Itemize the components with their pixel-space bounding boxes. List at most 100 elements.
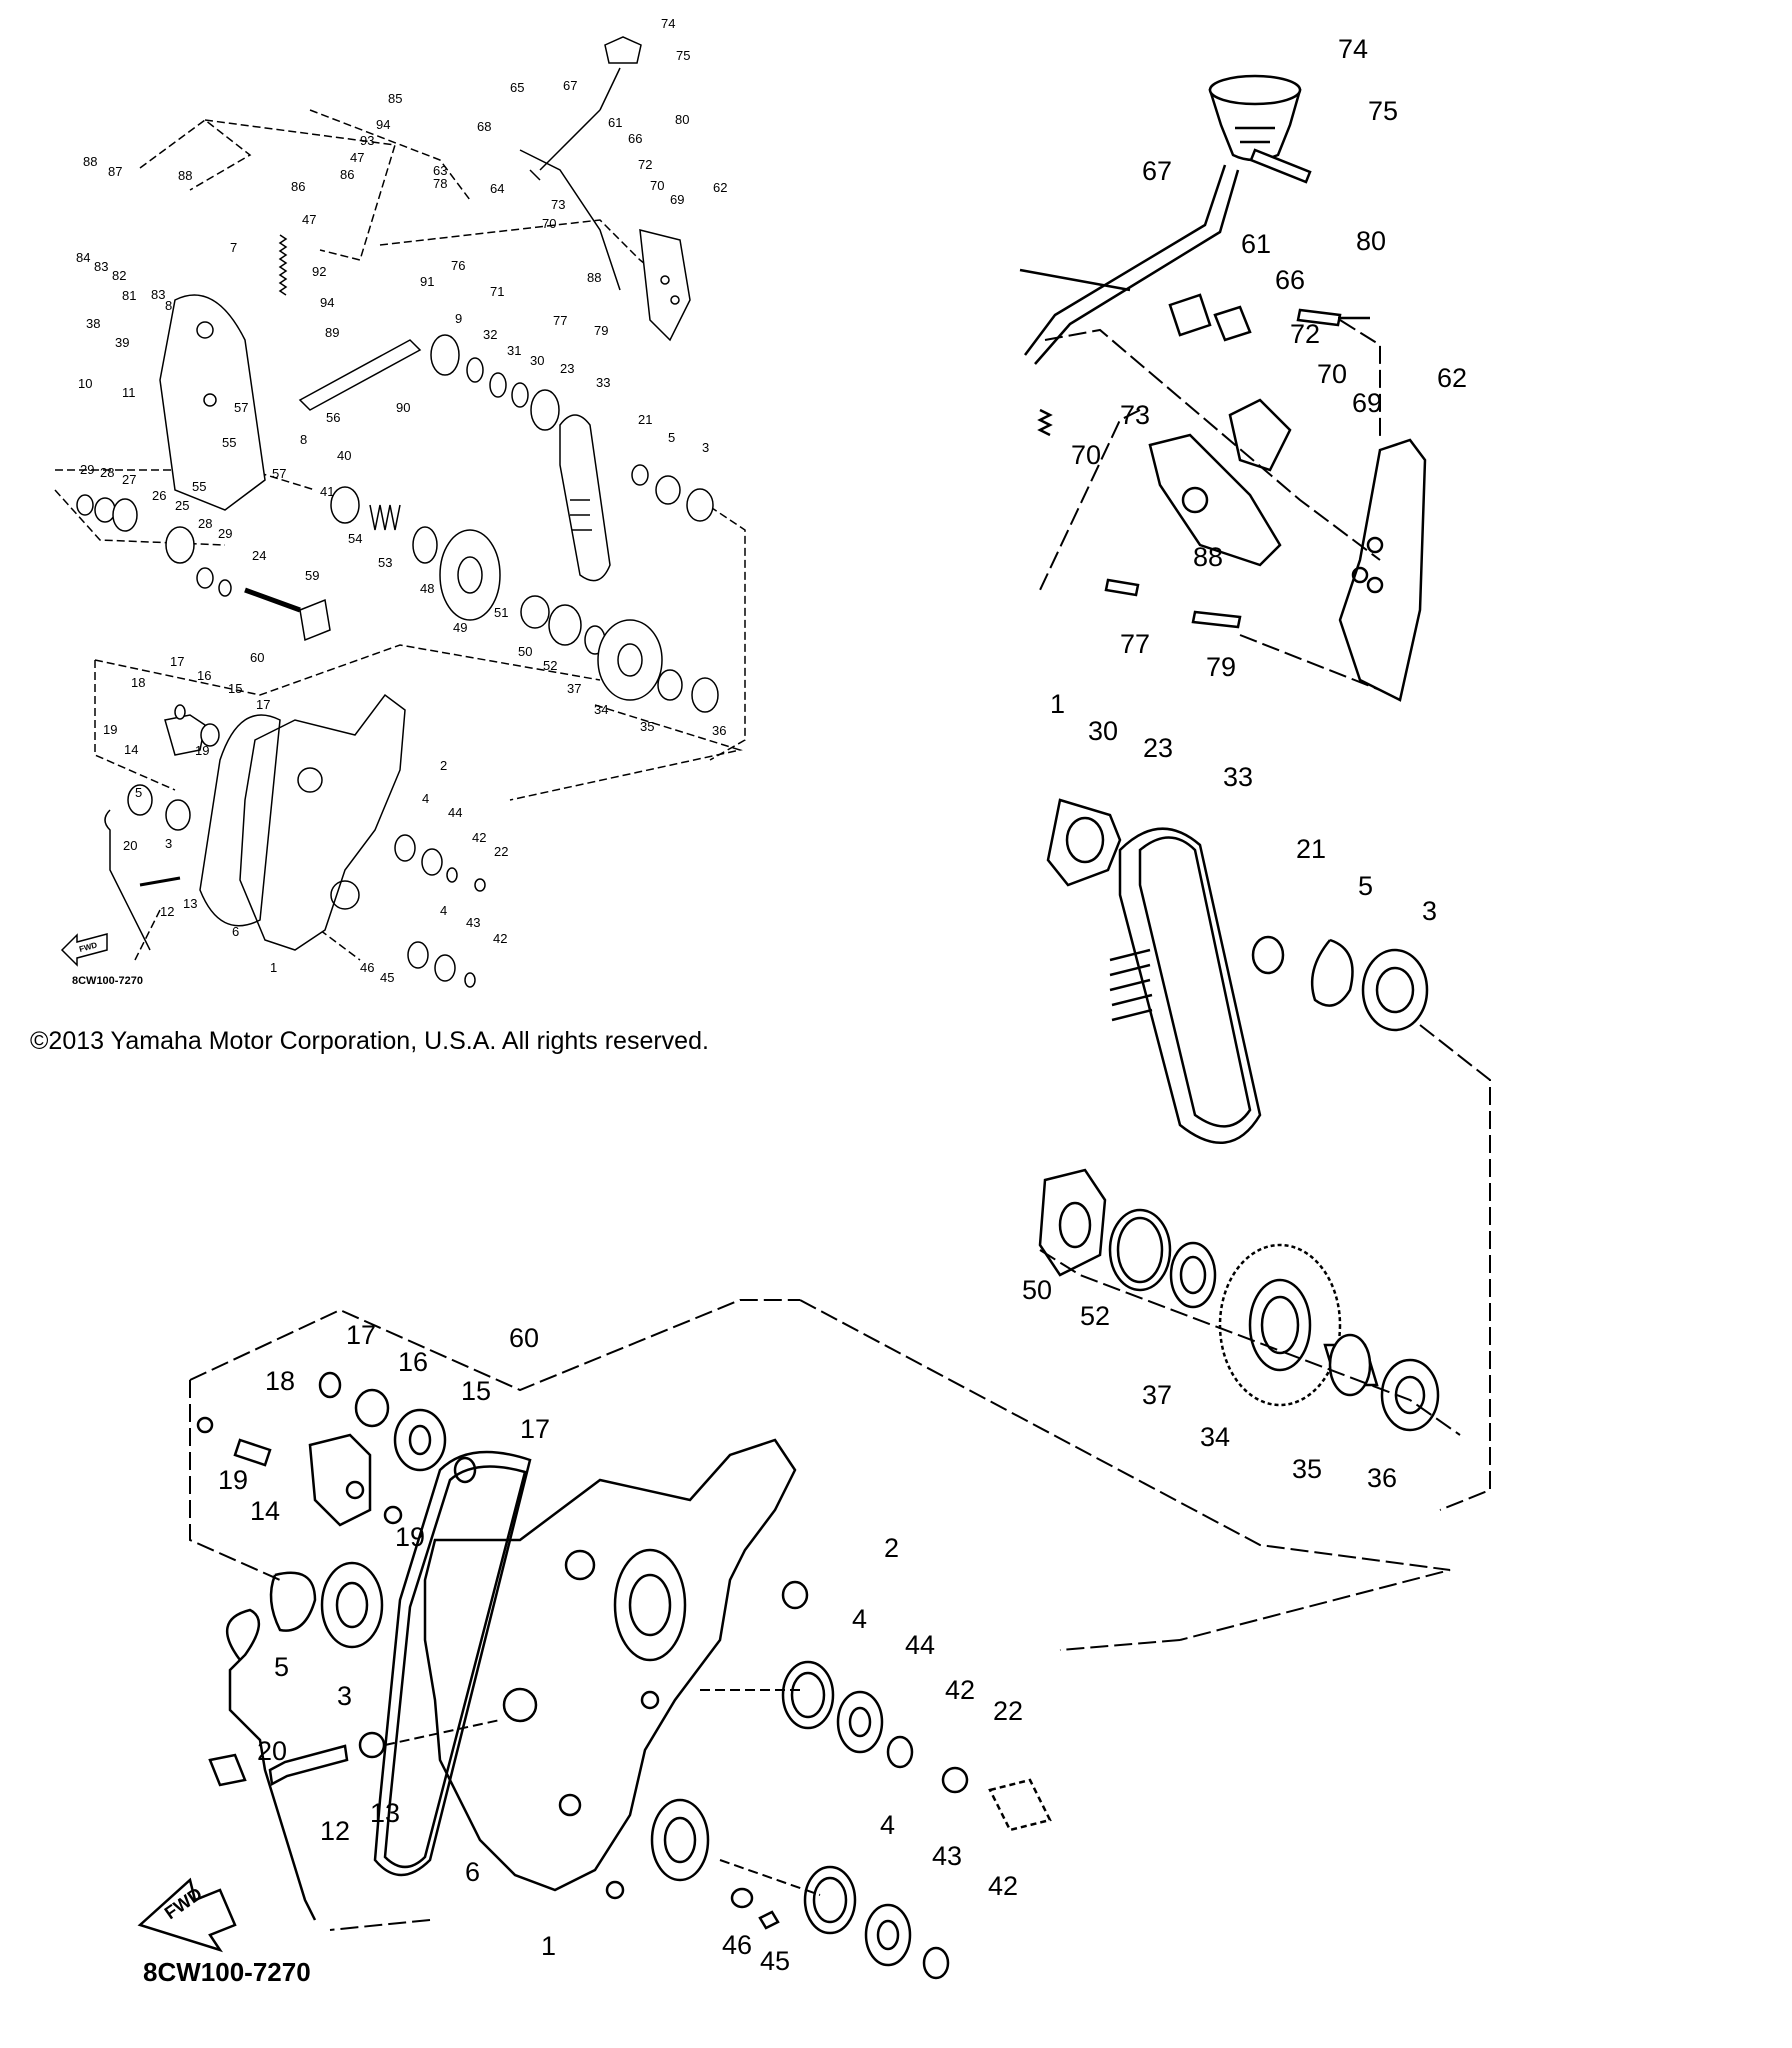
part-callout-19: 19	[395, 1522, 425, 1552]
part-callout-14: 14	[124, 742, 138, 757]
part-callout-90: 90	[396, 400, 410, 415]
part-callout-12: 12	[320, 1816, 350, 1846]
part-callout-29: 29	[218, 526, 232, 541]
part-callout-50: 50	[518, 644, 532, 659]
part-callout-22: 22	[993, 1696, 1023, 1726]
part-callout-8: 8	[300, 432, 307, 447]
part-callout-55: 55	[192, 479, 206, 494]
part-callout-84: 84	[76, 250, 90, 265]
part-callout-25: 25	[175, 498, 189, 513]
part-callout-37: 37	[1142, 1380, 1172, 1410]
part-callout-74: 74	[1338, 34, 1368, 64]
part-callout-74: 74	[661, 16, 675, 31]
part-callout-64: 64	[490, 181, 504, 196]
part-callout-18: 18	[131, 675, 145, 690]
detail-callout-labels: 7475676166807270696273708877791302333215…	[218, 34, 1467, 1976]
part-callout-42: 42	[493, 931, 507, 946]
part-callout-26: 26	[152, 488, 166, 503]
part-callout-65: 65	[510, 80, 524, 95]
part-callout-70: 70	[542, 216, 556, 231]
part-callout-66: 66	[1275, 265, 1305, 295]
part-callout-14: 14	[250, 1496, 280, 1526]
overview-diagram: FWD	[54, 36, 746, 988]
part-callout-87: 87	[108, 164, 122, 179]
part-callout-37: 37	[567, 681, 581, 696]
part-callout-7: 7	[230, 240, 237, 255]
part-callout-52: 52	[543, 658, 557, 673]
part-callout-76: 76	[451, 258, 465, 273]
part-callout-77: 77	[553, 313, 567, 328]
part-callout-71: 71	[490, 284, 504, 299]
part-callout-47: 47	[302, 212, 316, 227]
part-callout-1: 1	[270, 960, 277, 975]
part-callout-21: 21	[1296, 834, 1326, 864]
part-code-large: 8CW100-7270	[143, 1957, 311, 1987]
part-callout-55: 55	[222, 435, 236, 450]
part-callout-66: 66	[628, 131, 642, 146]
part-callout-41: 41	[320, 484, 334, 499]
part-callout-23: 23	[560, 361, 574, 376]
part-callout-40: 40	[337, 448, 351, 463]
part-callout-45: 45	[760, 1946, 790, 1976]
part-callout-15: 15	[228, 681, 242, 696]
part-callout-57: 57	[234, 400, 248, 415]
part-callout-1: 1	[1050, 689, 1065, 719]
detail-main-case: FWD	[137, 1299, 1451, 1980]
part-callout-82: 82	[112, 268, 126, 283]
part-callout-80: 80	[1356, 226, 1386, 256]
part-callout-3: 3	[1422, 896, 1437, 926]
part-callout-17: 17	[520, 1414, 550, 1444]
part-callout-77: 77	[1120, 629, 1150, 659]
part-callout-42: 42	[988, 1871, 1018, 1901]
part-callout-21: 21	[638, 412, 652, 427]
part-callout-78: 78	[433, 176, 447, 191]
part-callout-8: 8	[165, 298, 172, 313]
part-callout-88: 88	[587, 270, 601, 285]
part-callout-60: 60	[250, 650, 264, 665]
part-callout-31: 31	[507, 343, 521, 358]
part-callout-88: 88	[178, 168, 192, 183]
part-callout-6: 6	[232, 924, 239, 939]
part-callout-83: 83	[94, 259, 108, 274]
part-callout-53: 53	[378, 555, 392, 570]
part-callout-45: 45	[380, 970, 394, 985]
part-callout-17: 17	[256, 697, 270, 712]
part-callout-35: 35	[640, 719, 654, 734]
part-callout-79: 79	[594, 323, 608, 338]
copyright-notice: ©2013 Yamaha Motor Corporation, U.S.A. A…	[30, 1027, 709, 1055]
part-callout-52: 52	[1080, 1301, 1110, 1331]
part-callout-34: 34	[1200, 1422, 1230, 1452]
part-callout-68: 68	[477, 119, 491, 134]
part-callout-63: 63	[433, 163, 447, 178]
part-callout-49: 49	[453, 620, 467, 635]
part-callout-4: 4	[422, 791, 429, 806]
part-callout-94: 94	[320, 295, 334, 310]
part-callout-42: 42	[472, 830, 486, 845]
part-callout-24: 24	[252, 548, 266, 563]
part-callout-12: 12	[160, 904, 174, 919]
part-callout-16: 16	[398, 1347, 428, 1377]
part-callout-3: 3	[702, 440, 709, 455]
part-callout-3: 3	[165, 836, 172, 851]
part-callout-79: 79	[1206, 652, 1236, 682]
part-callout-20: 20	[257, 1736, 287, 1766]
part-callout-42: 42	[945, 1675, 975, 1705]
part-callout-88: 88	[1193, 542, 1223, 572]
part-callout-73: 73	[1120, 400, 1150, 430]
detail-shift-lever	[1019, 74, 1427, 702]
part-callout-86: 86	[340, 167, 354, 182]
part-callout-70: 70	[1071, 440, 1101, 470]
part-callout-57: 57	[272, 466, 286, 481]
part-callout-30: 30	[530, 353, 544, 368]
part-callout-2: 2	[440, 758, 447, 773]
part-callout-17: 17	[170, 654, 184, 669]
part-callout-83: 83	[151, 287, 165, 302]
part-callout-67: 67	[563, 78, 577, 93]
part-callout-75: 75	[1368, 96, 1398, 126]
part-callout-33: 33	[1223, 762, 1253, 792]
part-callout-22: 22	[494, 844, 508, 859]
part-callout-88: 88	[83, 154, 97, 169]
part-callout-48: 48	[420, 581, 434, 596]
part-callout-6: 6	[465, 1857, 480, 1887]
